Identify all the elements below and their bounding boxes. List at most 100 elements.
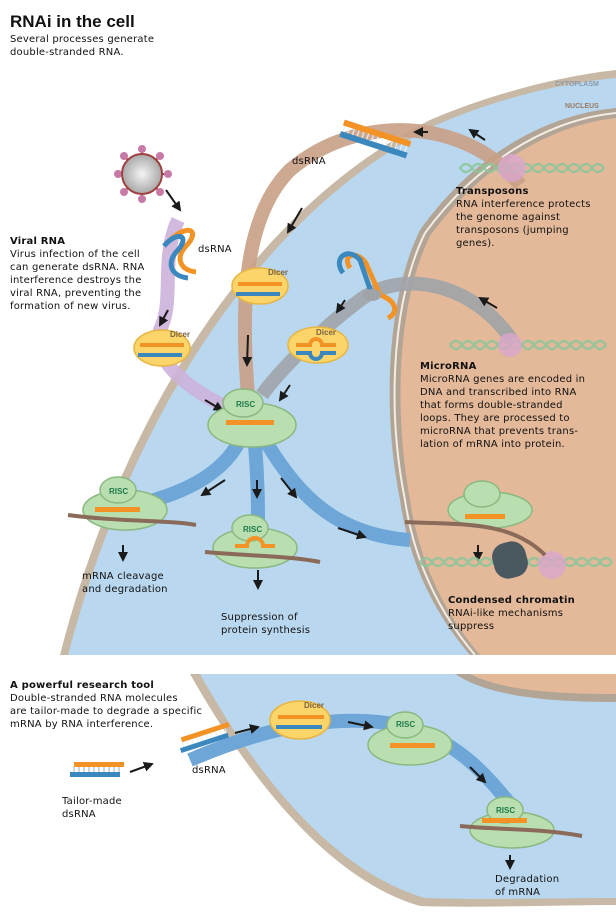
cleavage-line: and degradation (82, 584, 168, 595)
transposons-line: the genome against (456, 212, 561, 223)
suppression-outcome: Suppression of protein synthesis (221, 611, 310, 637)
viral-rna-line: formation of new virus. (10, 301, 131, 312)
arrow (478, 296, 498, 309)
dsrna-label-virus: dsRNA (198, 244, 232, 255)
microrna-line: lation of mRNA into protein. (420, 439, 565, 450)
viral-rna-line: can generate dsRNA. RNA (10, 262, 145, 273)
dicer-label: Dicer (170, 330, 190, 339)
research-dsrna (179, 722, 230, 754)
transposons-heading: Transposons (456, 186, 529, 197)
degradation-label: Degradation of mRNA (495, 873, 559, 899)
viral-rna-line: viral RNA, preventing the (10, 288, 142, 299)
arrow (280, 477, 298, 499)
chromatin-line: RNAi-like mechanisms (448, 608, 564, 619)
research-line: mRNA by RNA interference. (10, 719, 154, 730)
dicer-complex: Dicer (133, 329, 191, 367)
arrows (118, 127, 515, 870)
condensed-chromatin (492, 541, 528, 579)
arrow (242, 334, 253, 367)
chromatin-line: suppress (448, 621, 495, 632)
viral-rna-line: Virus infection of the cell (10, 249, 140, 260)
cytoplasm-label: CYTOPLASM (555, 81, 599, 88)
arrow (159, 309, 169, 327)
tailor-made-dsrna (70, 762, 124, 777)
tailor-made-line: dsRNA (62, 809, 96, 820)
microrna-hairpin (336, 251, 398, 321)
page-title: RNAi in the cell (10, 12, 135, 31)
microrna-line: MicroRNA genes are encoded in (420, 374, 586, 385)
dsrna-label-top: dsRNA (292, 156, 326, 167)
arrow (204, 399, 224, 412)
risc-research-2: RISC (459, 796, 583, 849)
risc-label: RISC (109, 487, 128, 496)
viral-dsrna (162, 227, 197, 281)
cleavage-line: mRNA cleavage (82, 571, 164, 582)
dicer-label: Dicer (304, 701, 324, 710)
microrna-line: that forms double-stranded (420, 400, 563, 411)
microrna-line: DNA and transcribed into RNA (420, 387, 577, 398)
arrow (278, 384, 291, 402)
risc-label: RISC (236, 400, 255, 409)
arrow (468, 128, 486, 141)
subtitle-line: double-stranded RNA. (10, 47, 124, 58)
arrow (286, 207, 303, 234)
dicer-complex: Dicer (269, 700, 331, 740)
suppression-line: protein synthesis (221, 625, 311, 636)
transposons-line: transposons (jumping (456, 225, 569, 236)
arrow (234, 724, 260, 734)
arrow (129, 762, 154, 773)
arrow (165, 189, 182, 212)
transposons-section: Transposons RNA interference protects th… (456, 185, 591, 250)
dicer-complex: Dicer (287, 326, 349, 364)
viral-rna-line: interference destroys the (10, 275, 142, 286)
bottom-cytoplasm (200, 674, 616, 899)
risc-research-1: RISC (367, 711, 453, 766)
suppression-line: Suppression of (221, 612, 298, 623)
tailor-made-line: Tailor-made (62, 796, 122, 807)
microrna-pathway (256, 276, 518, 400)
research-line: Double-stranded RNA molecules (10, 693, 178, 704)
bottom-cell (190, 674, 616, 907)
tailor-made-label: Tailor-made dsRNA (62, 795, 122, 821)
arrow (337, 527, 367, 540)
risc-cleavage: RISC (67, 476, 197, 531)
transposon-pathway (237, 123, 526, 396)
microrna-section: MicroRNA MicroRNA genes are encoded in D… (420, 360, 585, 451)
viral-rna-section: Viral RNA Virus infection of the cell ca… (10, 235, 145, 313)
research-line: are tailor-made to degrade a specific (10, 706, 203, 717)
dicer-complex: Dicer (231, 267, 289, 305)
transposon-marker (498, 154, 526, 182)
dsrna-label-bottom: dsRNA (192, 765, 226, 776)
microrna-heading: MicroRNA (420, 361, 477, 372)
microrna-dna (449, 339, 607, 351)
cleavage-outcome: mRNA cleavage and degradation (82, 570, 168, 596)
microrna-marker (498, 333, 522, 357)
risc-chromatin (404, 480, 547, 557)
arrow (335, 299, 346, 314)
risc-label: RISC (396, 720, 415, 729)
nucleus-region (400, 118, 616, 655)
transposons-line: RNA interference protects (456, 199, 591, 210)
chromatin-marker (538, 551, 566, 579)
dicer-label: Dicer (268, 268, 288, 277)
risc-complex-central: RISC (207, 388, 297, 448)
risc-label: RISC (496, 806, 515, 815)
degradation-line: of mRNA (495, 887, 541, 898)
risc-suppression: RISC (204, 514, 321, 569)
arrow (200, 479, 226, 497)
arrow (347, 720, 374, 731)
subtitle-line: Several processes generate (10, 34, 155, 45)
transposons-line: genes). (456, 238, 495, 249)
risc-branch-right (258, 436, 411, 547)
chromatin-section: Condensed chromatin RNAi-like mechanisms… (448, 594, 575, 633)
microrna-line: loops. They are processed to (420, 413, 570, 424)
dsrna-top (339, 119, 412, 159)
degradation-line: Degradation (495, 874, 560, 885)
risc-label: RISC (243, 525, 262, 534)
viral-rna-heading: Viral RNA (10, 236, 66, 247)
research-section: A powerful research tool Double-stranded… (10, 679, 202, 731)
research-heading: A powerful research tool (10, 680, 154, 691)
subtitle: Several processes generate double-strand… (10, 33, 154, 59)
microrna-line: microRNA that prevents trans- (420, 426, 579, 437)
